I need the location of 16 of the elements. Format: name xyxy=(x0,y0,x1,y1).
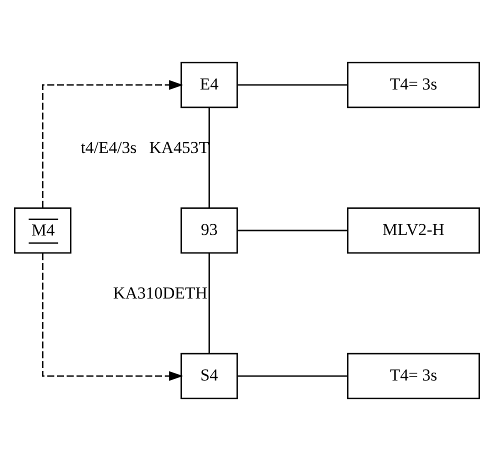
edge-label: KA310DETH xyxy=(112,284,207,303)
connector xyxy=(208,253,210,354)
node-box: E4 xyxy=(180,62,238,108)
arrow xyxy=(42,80,183,208)
arrow xyxy=(42,253,183,381)
node-box: M4 xyxy=(14,207,71,254)
node-box: 93 xyxy=(180,207,238,254)
connector xyxy=(237,230,347,232)
connector xyxy=(208,108,210,208)
node-box: T4= 3s xyxy=(346,352,480,400)
node-box: MLV2-H xyxy=(346,207,480,254)
node-box: T4= 3s xyxy=(346,62,480,108)
node-box: S4 xyxy=(180,352,238,400)
connector xyxy=(237,375,347,377)
connector xyxy=(237,84,347,86)
edge-label: t4/E4/3s KA453T xyxy=(80,138,208,158)
